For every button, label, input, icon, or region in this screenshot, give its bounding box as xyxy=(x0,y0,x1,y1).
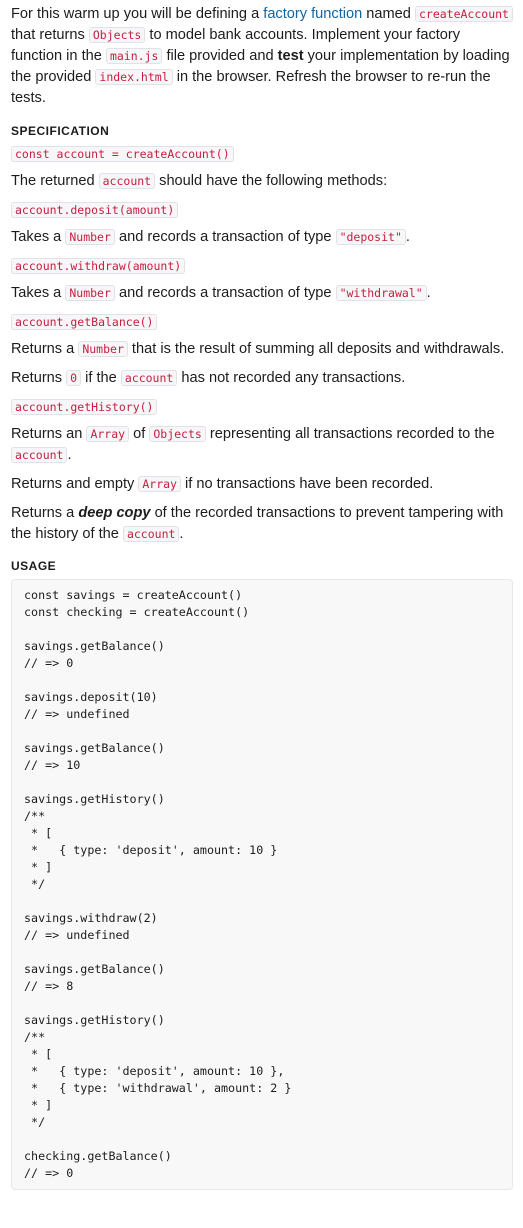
get-history-description-2: Returns and empty Array if no transactio… xyxy=(11,474,513,495)
inline-code: main.js xyxy=(105,48,163,64)
get-balance-description-2: Returns 0 if the account has not recorde… xyxy=(11,368,513,389)
text: should have the following methods: xyxy=(155,173,388,189)
inline-code: Objects xyxy=(88,27,146,43)
text: of xyxy=(129,426,150,442)
text: Returns a xyxy=(11,341,79,357)
inline-code: Number xyxy=(78,341,128,357)
text: Takes a xyxy=(11,229,66,245)
text: . xyxy=(405,229,410,245)
usage-heading: USAGE xyxy=(11,559,57,573)
intro-text: to model bank accounts. Implement your f… xyxy=(11,27,461,64)
inline-code: 0 xyxy=(66,370,82,386)
intro-paragraph: For this warm up you will be defining a … xyxy=(11,4,513,109)
deposit-method: account.deposit(amount) xyxy=(11,200,513,220)
specification-heading: SPECIFICATION xyxy=(11,124,110,138)
get-history-description-1: Returns an Array of Objects representing… xyxy=(11,424,513,466)
inline-code: account xyxy=(122,526,180,542)
get-history-description-3: Returns a deep copy of the recorded tran… xyxy=(11,503,513,545)
deposit-description: Takes a Number and records a transaction… xyxy=(11,227,513,248)
text: and records a transaction of type xyxy=(114,285,336,301)
intro-text: file provided and xyxy=(162,48,278,64)
signature-code: const account = createAccount() xyxy=(11,146,234,162)
text: . xyxy=(67,447,72,463)
inline-code: Array xyxy=(138,476,181,492)
text: Returns and empty xyxy=(11,476,139,492)
inline-code: Objects xyxy=(149,426,206,442)
text: . xyxy=(179,526,184,542)
withdraw-description: Takes a Number and records a transaction… xyxy=(11,283,513,304)
inline-code: account xyxy=(98,173,156,189)
inline-code: Number xyxy=(65,229,115,245)
intro-text: named xyxy=(362,6,415,22)
text: Returns an xyxy=(11,426,87,442)
text: . xyxy=(426,285,431,301)
method-code: account.deposit(amount) xyxy=(11,202,179,218)
intro-text: your implementation by loading the provi… xyxy=(11,48,510,85)
text: The returned xyxy=(11,173,99,189)
inline-code: index.html xyxy=(95,69,173,85)
document: For this warm up you will be defining a … xyxy=(11,4,513,1190)
inline-code: account xyxy=(11,447,68,463)
get-history-method: account.getHistory() xyxy=(11,397,513,417)
text: of the recorded transactions to prevent … xyxy=(11,505,504,542)
inline-code: Array xyxy=(86,426,130,442)
intro-text: For this warm up you will be defining a xyxy=(11,6,264,22)
text: Returns xyxy=(11,370,67,386)
bold-italic-text: deep copy xyxy=(78,505,151,521)
intro-text: in the browser. Refresh the browser to r… xyxy=(11,69,491,106)
text: has not recorded any transactions. xyxy=(177,370,406,386)
text: Takes a xyxy=(11,285,66,301)
signature-line: const account = createAccount() xyxy=(11,144,513,164)
method-code: account.getBalance() xyxy=(11,314,158,330)
inline-code: account xyxy=(120,370,178,386)
withdraw-method: account.withdraw(amount) xyxy=(11,256,513,276)
text: representing all transactions recorded t… xyxy=(205,426,495,442)
intro-text: that returns xyxy=(11,27,89,43)
method-code: account.withdraw(amount) xyxy=(11,258,186,274)
text: if no transactions have been recorded. xyxy=(180,476,434,492)
returned-paragraph: The returned account should have the fol… xyxy=(11,171,513,192)
method-code: account.getHistory() xyxy=(11,399,158,415)
text: if the xyxy=(81,370,121,386)
text: and records a transaction of type xyxy=(114,229,336,245)
bold-text: test xyxy=(277,48,304,64)
text: that is the result of summing all deposi… xyxy=(127,341,505,357)
text: Returns a xyxy=(11,505,79,521)
inline-code: "withdrawal" xyxy=(335,285,427,301)
usage-code-block: const savings = createAccount() const ch… xyxy=(11,579,513,1190)
get-balance-method: account.getBalance() xyxy=(11,312,513,332)
get-balance-description-1: Returns a Number that is the result of s… xyxy=(11,339,513,360)
inline-code: createAccount xyxy=(414,6,513,22)
inline-code: "deposit" xyxy=(335,229,406,245)
factory-function-link[interactable]: factory function xyxy=(263,6,363,22)
inline-code: Number xyxy=(65,285,115,301)
